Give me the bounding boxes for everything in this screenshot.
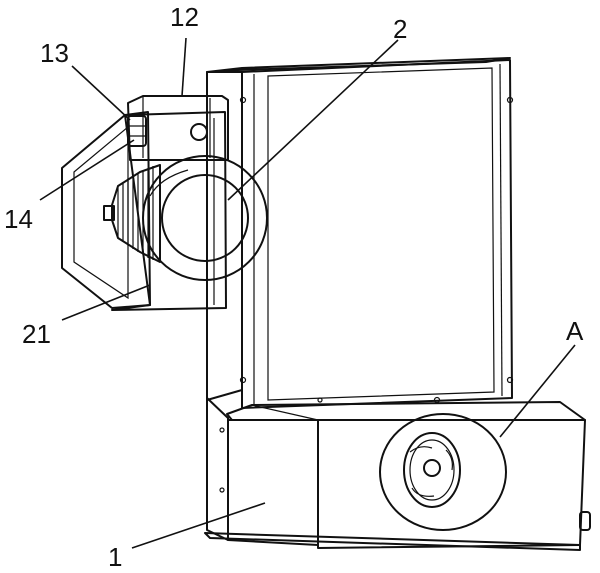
- callout-14: 14: [4, 204, 33, 234]
- callout-a: A: [566, 316, 584, 346]
- callout-2: 2: [393, 14, 407, 44]
- base-box: [204, 396, 591, 551]
- upright-housing: [206, 57, 514, 409]
- callout-13: 13: [40, 38, 69, 68]
- junction-box: [127, 95, 229, 161]
- fan-outlet: [379, 413, 507, 531]
- hood-cowl: [61, 111, 227, 311]
- callout-21: 21: [22, 319, 51, 349]
- callout-1: 1: [108, 542, 122, 572]
- callout-12: 12: [170, 2, 199, 32]
- motor: [103, 155, 268, 281]
- leader-lines: [39, 37, 576, 549]
